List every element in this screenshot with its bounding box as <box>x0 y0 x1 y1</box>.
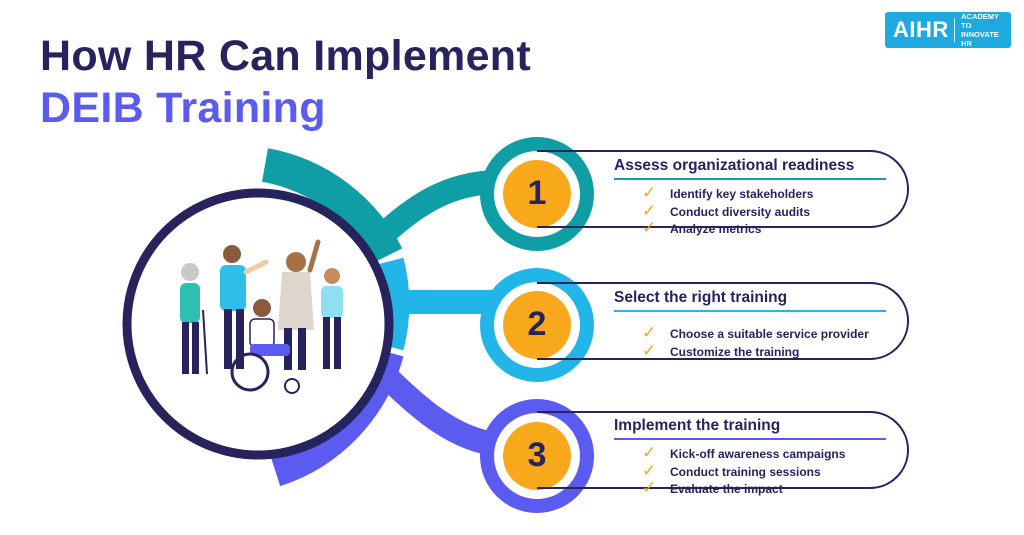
logo-mark: AIHR <box>893 17 949 42</box>
list-item: ✓ Conduct training sessions <box>642 460 906 482</box>
step-2-card: Select the right training ✓ Choose a suit… <box>600 288 906 361</box>
step-1-heading: Assess organizational readiness <box>614 157 855 174</box>
aihr-logo: AIHR ACADEMY TO INNOVATE HR <box>885 12 1011 48</box>
card-2-outline <box>537 282 909 360</box>
step-3-rule <box>614 438 886 440</box>
list-item: ✓ Choose a suitable service provider <box>642 323 906 344</box>
page-title: How HR Can Implement DEIB Training <box>40 30 531 134</box>
list-item-text: Conduct diversity audits <box>670 204 811 219</box>
list-item: ✓ Analyze metrics <box>642 218 906 239</box>
step-2-list: ✓ Choose a suitable service provider ✓ Cus… <box>600 323 906 362</box>
list-item-text: Kick-off awareness campaigns <box>670 447 846 461</box>
step-1-badge <box>480 137 594 251</box>
list-item: ✓ Identify key stakeholders <box>642 183 906 204</box>
title-line-1: How HR Can Implement <box>40 32 531 80</box>
step-1-number: 1 <box>527 174 547 212</box>
list-item-text: Analyze metrics <box>670 222 762 236</box>
logo-tagline-2: INNOVATE HR <box>961 30 999 48</box>
list-item: ✓ Kick-off awareness campaigns <box>642 443 906 464</box>
check-icon: ✓ <box>642 183 657 202</box>
step-1-card: Assess organizational readiness ✓ Identif… <box>600 156 906 239</box>
check-icon: ✓ <box>642 218 657 237</box>
step-2-rule <box>614 310 886 312</box>
people-illustration <box>180 239 343 394</box>
card-3-outline <box>537 411 909 489</box>
logo-tagline-1: ACADEMY TO <box>961 12 999 30</box>
logo-tagline: ACADEMY TO INNOVATE HR <box>961 12 1011 48</box>
list-item: ✓ Conduct diversity audits <box>642 200 906 222</box>
step-3-heading: Implement the training <box>614 417 781 434</box>
step-3-badge <box>480 399 594 513</box>
list-item-text: Choose a suitable service provider <box>670 327 869 341</box>
title-line-2: DEIB Training <box>40 84 326 132</box>
list-item-text: Conduct training sessions <box>670 464 821 479</box>
step-1-list: ✓ Identify key stakeholders ✓ Conduct dive… <box>600 183 906 239</box>
check-icon: ✓ <box>642 323 657 342</box>
check-icon: ✓ <box>642 478 657 497</box>
list-item: ✓ Evaluate the impact <box>642 478 906 499</box>
list-item: ✓ Customize the training <box>642 340 906 362</box>
list-item-text: Customize the training <box>670 344 800 359</box>
connector-3 <box>370 360 512 457</box>
check-icon: ✓ <box>642 460 657 480</box>
step-3-list: ✓ Kick-off awareness campaigns ✓ Conduct t… <box>600 443 906 499</box>
step-3-number: 3 <box>527 436 547 474</box>
step-2-number: 2 <box>527 305 547 343</box>
step-2-badge <box>480 268 594 382</box>
list-item-text: Evaluate the impact <box>670 482 783 496</box>
card-1-outline <box>537 150 909 228</box>
step-2-heading: Select the right training <box>614 289 788 306</box>
check-icon: ✓ <box>642 443 657 462</box>
check-icon: ✓ <box>642 200 657 220</box>
list-item-text: Identify key stakeholders <box>670 187 814 201</box>
check-icon: ✓ <box>642 340 657 360</box>
logo-divider <box>954 18 956 42</box>
step-1-rule <box>614 178 886 180</box>
step-3-card: Implement the training ✓ Kick-off awarene… <box>600 416 906 499</box>
